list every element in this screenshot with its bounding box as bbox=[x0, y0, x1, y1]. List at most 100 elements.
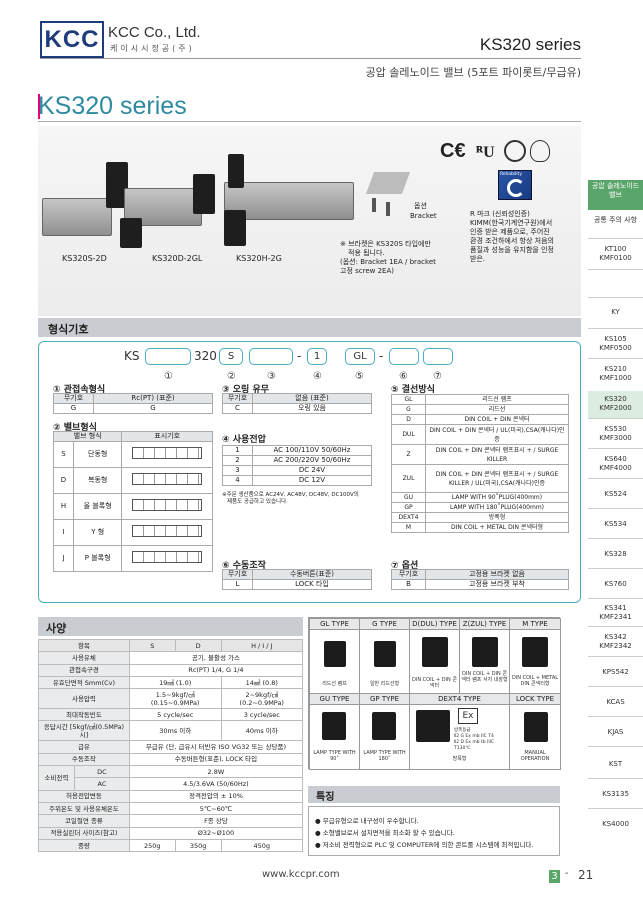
sidebar-item[interactable]: KS530 KMF3000 bbox=[599, 425, 632, 442]
bracket-note-3: (옵션: Bracket 1EA / bracket bbox=[340, 258, 436, 266]
sidebar-item[interactable]: KST bbox=[608, 760, 623, 768]
code-ks: KS bbox=[124, 349, 140, 363]
code-dash: - bbox=[379, 349, 384, 363]
g5-cell: GP bbox=[391, 502, 426, 513]
sidebar-divider bbox=[588, 418, 643, 419]
sidebar-item[interactable]: KS342 KMF2342 bbox=[599, 633, 632, 650]
sidebar-item[interactable]: KY bbox=[611, 308, 620, 316]
g5-cell: LAMP WITH 180˚PLUG(400mm) bbox=[425, 502, 569, 513]
type-label: GP TYPE bbox=[360, 694, 409, 705]
sidebar-divider bbox=[588, 568, 643, 569]
g7-cell: 고정용 브라켓 부착 bbox=[425, 579, 569, 590]
spec-value: 2~9kgf/㎠ (0.2~0.9MPa) bbox=[220, 688, 304, 710]
sidebar-item[interactable]: KS328 bbox=[604, 550, 627, 558]
sidebar-active-category[interactable]: 공압 솔레노이드 밸브 bbox=[588, 180, 643, 210]
spec-value: 40ms 이하 bbox=[220, 720, 304, 742]
company-name: KCC Co., Ltd. bbox=[108, 24, 201, 41]
page-title: KS320 series bbox=[38, 92, 187, 120]
sidebar-divider bbox=[588, 328, 643, 329]
footer-url[interactable]: www.kccpr.com bbox=[262, 869, 340, 880]
coil-image bbox=[322, 712, 346, 740]
g6-cell: L bbox=[222, 579, 253, 590]
g5-cell: GU bbox=[391, 492, 426, 503]
sidebar-item[interactable]: KCAS bbox=[606, 698, 625, 706]
spec-value: 5℃~60℃ bbox=[128, 801, 304, 816]
g2-title: ② 밸브형식 bbox=[53, 423, 97, 433]
spec-key: 관접속구경 bbox=[38, 663, 130, 677]
sidebar-item[interactable]: KS105 KMF0500 bbox=[599, 335, 632, 352]
g1-title: ① 관접속형식 bbox=[53, 385, 106, 395]
sidebar-current-highlight bbox=[588, 391, 643, 418]
spec-key: 적용실린더 사이즈(참고) bbox=[38, 826, 130, 840]
valve-symbol-i bbox=[121, 519, 213, 546]
coil-image bbox=[422, 637, 448, 667]
sidebar-item[interactable]: KS760 bbox=[604, 580, 627, 588]
g2-cell: 단동형 bbox=[72, 441, 123, 468]
g2-cell: H bbox=[53, 493, 74, 520]
g4-cell: 4 bbox=[222, 475, 253, 486]
sidebar-divider bbox=[588, 269, 643, 270]
company-name-kr: 케이시시정공(주) bbox=[110, 44, 195, 53]
type-desc: LAMP TYPE WITH 180˚ bbox=[363, 750, 406, 762]
spec-key: 코일절연 종류 bbox=[38, 814, 130, 828]
coil-image bbox=[120, 218, 142, 248]
g5-cell: DIN COIL + DIN 콘넥터 / UL(미국),CSA(캐나다)인증 bbox=[425, 424, 569, 445]
g2-cell: D bbox=[53, 467, 74, 494]
type-dext4: DEXT4 TYPE Ex 방폭등급 Ⅱ2 G Ex mb IIC T4 Ⅱ2 … bbox=[409, 693, 510, 770]
g6-title: ⑥ 수동조작 bbox=[222, 561, 266, 571]
sidebar-item[interactable]: KS3135 bbox=[602, 790, 629, 798]
sidebar-divider bbox=[588, 598, 643, 599]
g2-cell: S bbox=[53, 441, 74, 468]
g2-cell: 복동형 bbox=[72, 467, 123, 494]
sidebar-item[interactable]: KS341 KMF2341 bbox=[599, 604, 632, 621]
type-label: M TYPE bbox=[510, 619, 560, 630]
spec-value: 2.8W bbox=[128, 765, 304, 779]
sidebar-item[interactable]: KT100 KMF0100 bbox=[599, 245, 632, 262]
g1-header: Rc(PT) (표준) bbox=[93, 393, 213, 404]
type-label: G TYPE bbox=[360, 619, 409, 630]
spec-key: 사용압력 bbox=[38, 688, 130, 710]
spec-header: 항목 bbox=[38, 638, 130, 653]
sidebar-item[interactable]: KS640 KMF4000 bbox=[599, 455, 632, 472]
bracket-label: Bracket bbox=[410, 212, 437, 220]
model-section-header: 형식기호 bbox=[38, 318, 581, 337]
g3-cell: 오링 있음 bbox=[252, 403, 372, 414]
coil-image bbox=[228, 154, 244, 188]
sidebar-item[interactable]: KJAS bbox=[607, 728, 624, 736]
sidebar-divider bbox=[588, 656, 643, 657]
sidebar-item-current[interactable]: KS320 KMF2000 bbox=[599, 395, 632, 412]
g5-cell: DIN COIL + DIN 콘넥터 bbox=[425, 414, 569, 425]
spec-value: 1.5~9kgf/㎠ (0.15~0.9MPa) bbox=[128, 688, 222, 710]
ex-mark-icon: Ex bbox=[458, 708, 478, 724]
code-320: 320 bbox=[194, 349, 217, 363]
sidebar-item[interactable]: KS524 bbox=[604, 490, 627, 498]
sidebar-item[interactable]: KS210 KMF1000 bbox=[599, 365, 632, 382]
sidebar-item[interactable]: KS4000 bbox=[602, 820, 629, 828]
page-subtitle: 공압 솔레노이드 밸브 (5포트 파이롯트/무급유) bbox=[365, 66, 581, 79]
g4-cell: 2 bbox=[222, 455, 253, 466]
spec-key: 유효단면적 Smm(Cv) bbox=[38, 675, 130, 690]
series-header: KS320 series bbox=[479, 35, 581, 54]
spec-section-title: 사양 bbox=[46, 622, 67, 635]
spec-header: D bbox=[174, 638, 222, 653]
spec-value: Ø32~Ø100 bbox=[128, 826, 304, 840]
photo-caption: KS320S-2D bbox=[62, 254, 107, 263]
reliability-label: Reliability bbox=[500, 172, 522, 177]
sidebar-item[interactable]: KS534 bbox=[604, 520, 627, 528]
sidebar-divider bbox=[588, 746, 643, 747]
sidebar-item[interactable]: KPS542 bbox=[602, 668, 629, 676]
spec-value: 공기, 불활성 가스 bbox=[128, 651, 304, 665]
valve-symbol-j bbox=[121, 545, 213, 572]
g7-title: ⑦ 옵션 bbox=[391, 561, 419, 571]
model-section-title: 형식기호 bbox=[48, 323, 89, 336]
sidebar-item[interactable]: 공통 주의 사항 bbox=[593, 216, 638, 224]
g5-cell: ZUL bbox=[391, 464, 426, 493]
spec-value: F종 상당 bbox=[128, 814, 304, 828]
g2-cell: I bbox=[53, 519, 74, 546]
